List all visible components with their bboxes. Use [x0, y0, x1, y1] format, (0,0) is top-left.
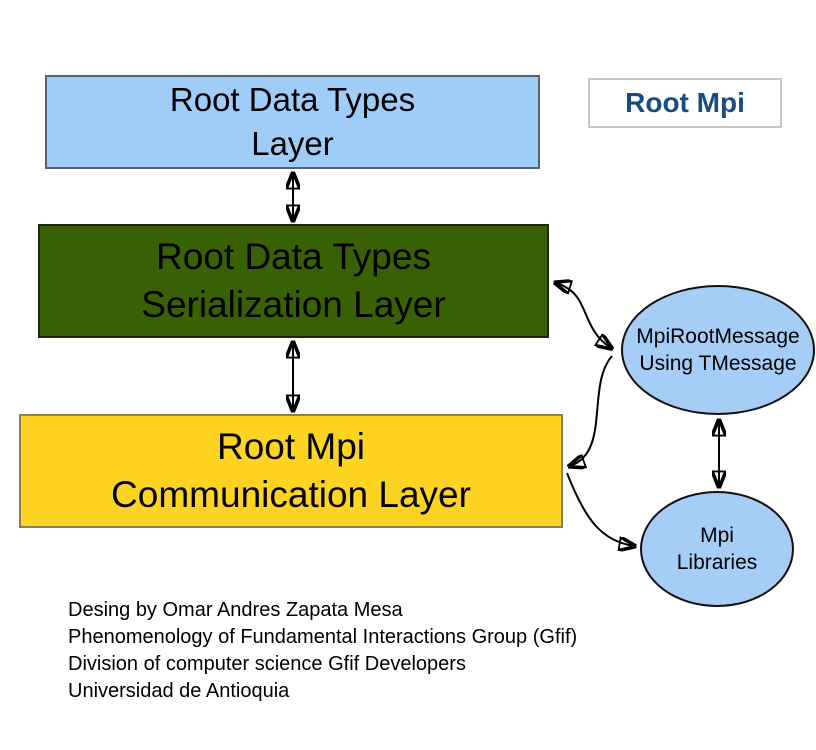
- node-label-line: Mpi: [700, 524, 734, 547]
- credits-block: Desing by Omar Andres Zapata Mesa Phenom…: [68, 597, 577, 705]
- root-mpi-badge-label: Root Mpi: [625, 87, 745, 118]
- node-label-line: Libraries: [676, 551, 758, 574]
- root-mpi-badge: Root Mpi: [588, 78, 782, 128]
- credits-line: Phenomenology of Fundamental Interaction…: [68, 626, 578, 648]
- arrow-mid-to-msg-node: [556, 283, 611, 348]
- credits-line: Desing by Omar Andres Zapata Mesa: [68, 599, 403, 621]
- node-label-line: MpiRootMessage: [636, 325, 800, 348]
- layer-label-line: Layer: [251, 125, 334, 162]
- layer-box-root-data-types: Root Data Types Layer: [45, 75, 540, 169]
- layer-label-line: Root Mpi: [216, 426, 366, 467]
- credits-line: Universidad de Antioquia: [68, 680, 290, 702]
- layer-label-line: Root Data Types: [169, 81, 416, 118]
- layer-label-line: Communication Layer: [111, 474, 471, 515]
- arrow-msg-node-to-bottom: [570, 355, 613, 466]
- node-mpi-libraries: Mpi Libraries: [640, 491, 794, 607]
- layer-label-line: Root Data Types: [156, 236, 431, 277]
- node-label-line: Using TMessage: [639, 352, 797, 375]
- layer-box-communication: Root Mpi Communication Layer: [19, 414, 563, 528]
- node-mpi-root-message: MpiRootMessage Using TMessage: [621, 285, 815, 415]
- credits-line: Division of computer science Gfif Develo…: [68, 653, 466, 675]
- arrow-bottom-to-lib-node: [566, 472, 634, 546]
- layer-box-serialization: Root Data Types Serialization Layer: [38, 224, 549, 338]
- layer-label-line: Serialization Layer: [141, 284, 446, 325]
